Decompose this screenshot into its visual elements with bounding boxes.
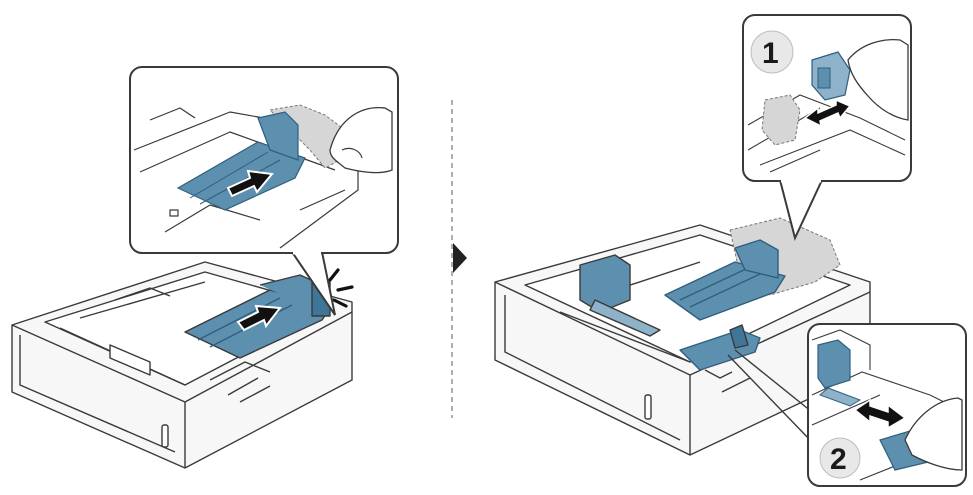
step-2-badge (819, 437, 861, 479)
right-tray (494, 217, 871, 456)
click-burst-icon (328, 268, 354, 308)
step-1-badge (750, 30, 794, 74)
callout-pointer-line (734, 349, 813, 413)
push-arrow-icon (236, 304, 282, 332)
hand-icon (847, 39, 909, 121)
callout-pointer-line (727, 354, 813, 443)
callout-step-1: 1 (742, 14, 912, 241)
hand-icon (329, 106, 393, 174)
step-2-number: 2 (830, 443, 847, 476)
step-1-number: 1 (762, 37, 779, 70)
push-arrow-icon (226, 169, 274, 198)
double-arrow-icon (853, 398, 907, 430)
callout-step-2: 2 (807, 323, 967, 487)
hand-icon (904, 397, 963, 471)
next-step-arrow-icon (453, 243, 467, 273)
double-arrow-icon (803, 98, 852, 128)
left-tray (11, 261, 353, 469)
left-callout (129, 66, 399, 316)
